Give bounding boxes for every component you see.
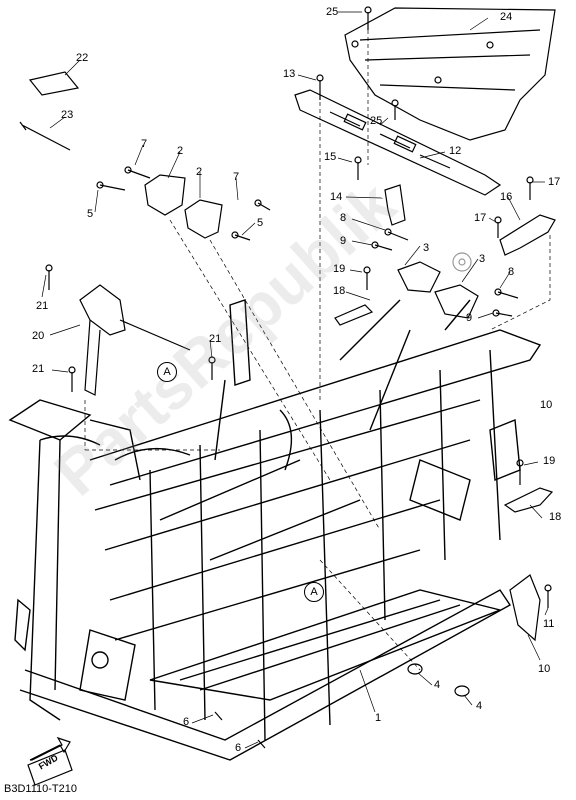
leader-lines — [41, 11, 551, 749]
bracket-part — [384, 184, 406, 226]
callout-4: 4 — [476, 700, 483, 712]
callout-2: 2 — [196, 166, 203, 178]
bracket-part — [499, 214, 556, 256]
callout-15: 15 — [324, 151, 337, 163]
bolt-part — [45, 6, 552, 749]
bracket-part — [509, 574, 541, 642]
callout-10: 10 — [538, 663, 551, 675]
callout-12: 12 — [449, 145, 462, 157]
callout-5: 5 — [87, 208, 94, 220]
skid-plate-part — [344, 7, 556, 141]
bracket-part — [334, 304, 374, 326]
callout-10: 10 — [540, 399, 553, 411]
callout-25: 25 — [326, 6, 339, 18]
gear-icon — [452, 252, 472, 272]
callout-11: 11 — [543, 618, 555, 630]
callout-5: 5 — [257, 217, 264, 229]
callout-22: 22 — [76, 52, 89, 64]
callout-23: 23 — [61, 109, 74, 121]
callout-7: 7 — [141, 138, 148, 150]
callout-17: 17 — [474, 212, 487, 224]
callout-20: 20 — [32, 330, 45, 342]
callout-21: 21 — [32, 363, 45, 375]
engine-mount-part — [144, 174, 223, 239]
diagram-code: B3D1110-T210 — [4, 783, 77, 795]
callout-9: 9 — [340, 235, 347, 247]
callout-6: 6 — [183, 716, 190, 728]
callout-21: 21 — [209, 333, 222, 345]
forward-arrow-icon — [27, 736, 73, 786]
cross-member-part — [294, 89, 502, 196]
callout-16: 16 — [500, 191, 513, 203]
callout-19: 19 — [543, 455, 556, 467]
callout-7: 7 — [233, 171, 240, 183]
callout-9: 9 — [466, 312, 473, 324]
engine-mount-part — [397, 261, 479, 319]
pin-part — [19, 121, 71, 151]
main-frame-part — [8, 299, 542, 761]
callout-3: 3 — [423, 242, 430, 254]
callout-24: 24 — [500, 11, 513, 23]
reference-mark-a: A — [157, 362, 177, 382]
callout-19: 19 — [333, 263, 346, 275]
callout-8: 8 — [508, 266, 515, 278]
callout-13: 13 — [283, 68, 296, 80]
callout-18: 18 — [549, 511, 562, 523]
callout-14: 14 — [330, 191, 343, 203]
bracket-part — [503, 487, 554, 513]
callout-3: 3 — [479, 253, 486, 265]
callout-21: 21 — [36, 300, 49, 312]
callout-8: 8 — [340, 212, 347, 224]
callout-25: 25 — [370, 115, 383, 127]
callout-1: 1 — [375, 712, 382, 724]
callout-6: 6 — [235, 742, 242, 754]
callout-2: 2 — [177, 145, 184, 157]
reference-mark-a: A — [304, 582, 324, 602]
callout-17: 17 — [548, 176, 561, 188]
tie-bar-part — [79, 284, 191, 396]
label-part — [28, 71, 80, 96]
callout-4: 4 — [434, 679, 441, 691]
callout-18: 18 — [333, 285, 346, 297]
